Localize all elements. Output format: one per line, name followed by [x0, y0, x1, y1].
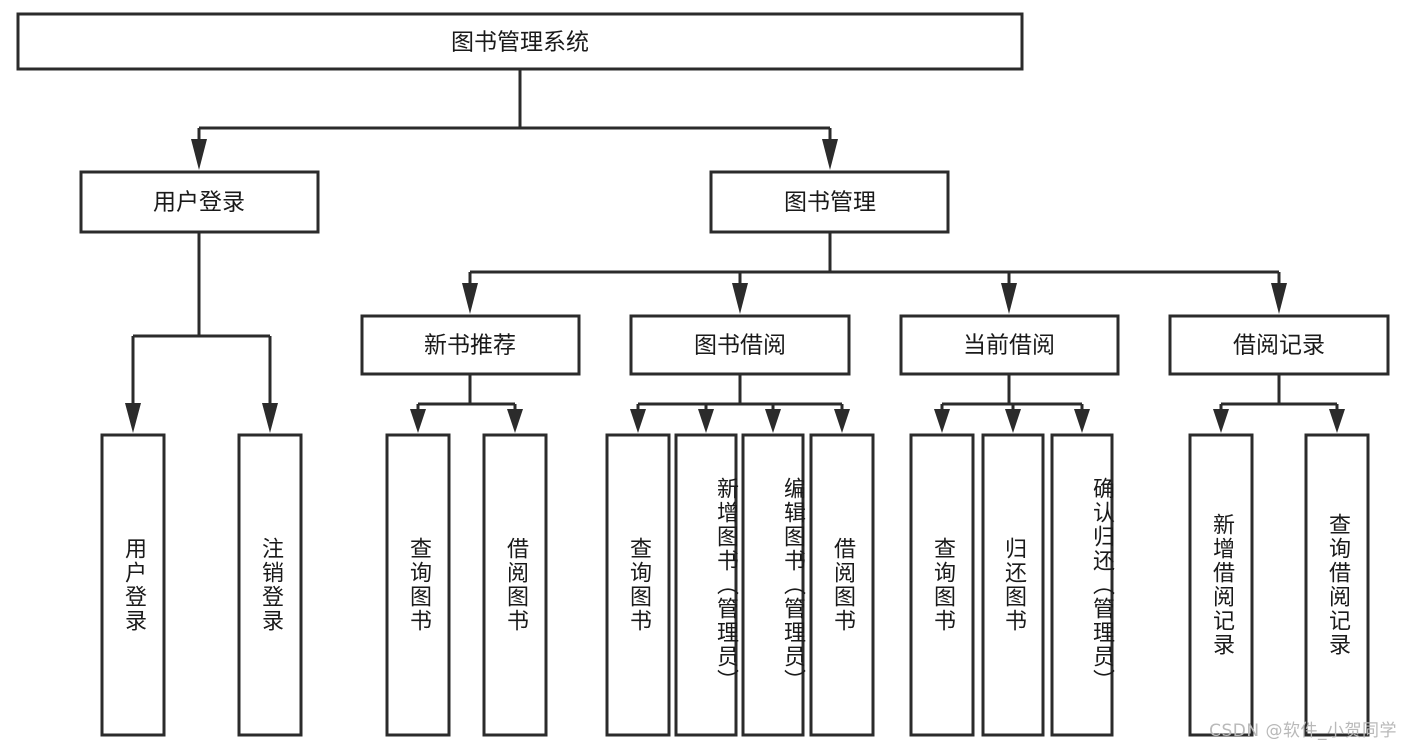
node-box-leaf-borrow-book-2[interactable] [809, 433, 875, 737]
arrow-head-leaf-return-book [1005, 409, 1021, 433]
node-label-new-book-recommend: 新书推荐 [424, 333, 516, 359]
node-box-leaf-user-login[interactable] [100, 433, 166, 737]
connector-group-bookmanage-to-level3 [462, 232, 1287, 314]
arrow-head-leaf-user-login [125, 403, 141, 433]
arrow-head-new-book-rec [462, 283, 478, 314]
arrow-head-book-borrow [732, 283, 748, 314]
node-box-root[interactable] [16, 12, 1024, 71]
node-book-borrow[interactable]: 图书借阅 [629, 314, 851, 376]
node-box-user-login[interactable] [79, 170, 320, 234]
arrow-head-leaf-edit-book [765, 409, 781, 433]
arrow-head-leaf-add-book [698, 409, 714, 433]
node-box-leaf-query-book-2[interactable] [605, 433, 671, 737]
arrow-head-user-login [191, 139, 207, 170]
connector-group-borrowrecord-to-leaves [1213, 374, 1345, 433]
arrow-head-leaf-query-book-1 [410, 409, 426, 433]
node-box-leaf-edit-book[interactable] [741, 433, 805, 737]
arrow-head-borrow-record [1271, 283, 1287, 314]
node-label-borrow-record: 借阅记录 [1233, 333, 1325, 359]
connector-group-root-to-level2 [191, 69, 838, 170]
node-box-leaf-borrow-book-1[interactable] [482, 433, 548, 737]
arrow-head-leaf-query-book-2 [630, 409, 646, 433]
node-box-leaf-add-record[interactable] [1188, 433, 1254, 737]
node-box-book-borrow[interactable] [629, 314, 851, 376]
arrow-head-leaf-borrow-book-2 [834, 409, 850, 433]
node-label-current-borrow: 当前借阅 [963, 333, 1055, 359]
node-new-book-recommend[interactable]: 新书推荐 [360, 314, 581, 376]
connector-group-currentborrow-to-leaves [934, 374, 1090, 433]
node-borrow-record[interactable]: 借阅记录 [1168, 314, 1390, 376]
node-box-leaf-return-book[interactable] [981, 433, 1045, 737]
arrow-head-current-borrow [1001, 283, 1017, 314]
arrow-head-leaf-logout [262, 403, 278, 433]
node-box-current-borrow[interactable] [899, 314, 1120, 376]
arrow-head-leaf-query-record [1329, 409, 1345, 433]
node-box-leaf-logout[interactable] [237, 433, 303, 737]
connector-group-bookborrow-to-leaves [630, 374, 850, 433]
node-label-user-login: 用户登录 [153, 190, 245, 216]
node-book-manage[interactable]: 图书管理 [709, 170, 950, 234]
node-box-book-manage[interactable] [709, 170, 950, 234]
node-user-login[interactable]: 用户登录 [79, 170, 320, 234]
arrow-head-book-manage [822, 139, 838, 170]
node-current-borrow[interactable]: 当前借阅 [899, 314, 1120, 376]
node-box-borrow-record[interactable] [1168, 314, 1390, 376]
arrow-head-leaf-borrow-book-1 [507, 409, 523, 433]
watermark-text: CSDN @软件_小贺同学 [1209, 721, 1397, 741]
arrow-head-leaf-add-record [1213, 409, 1229, 433]
node-box-leaf-confirm-return[interactable] [1050, 433, 1114, 737]
node-box-leaf-query-book-3[interactable] [909, 433, 975, 737]
arrow-head-leaf-query-book-3 [934, 409, 950, 433]
node-label-root: 图书管理系统 [451, 30, 589, 56]
node-box-leaf-query-record[interactable] [1304, 433, 1370, 737]
node-root[interactable]: 图书管理系统 [16, 12, 1024, 71]
connector-group-userlogin-to-leaves [125, 232, 278, 433]
node-label-book-manage: 图书管理 [784, 190, 876, 216]
node-box-leaf-add-book[interactable] [674, 433, 738, 737]
arrow-head-leaf-confirm-return [1074, 409, 1090, 433]
connector-group-newbookrec-to-leaves [410, 374, 523, 433]
node-label-book-borrow: 图书借阅 [694, 333, 786, 359]
node-box-new-book-recommend[interactable] [360, 314, 581, 376]
node-box-leaf-query-book-1[interactable] [385, 433, 451, 737]
